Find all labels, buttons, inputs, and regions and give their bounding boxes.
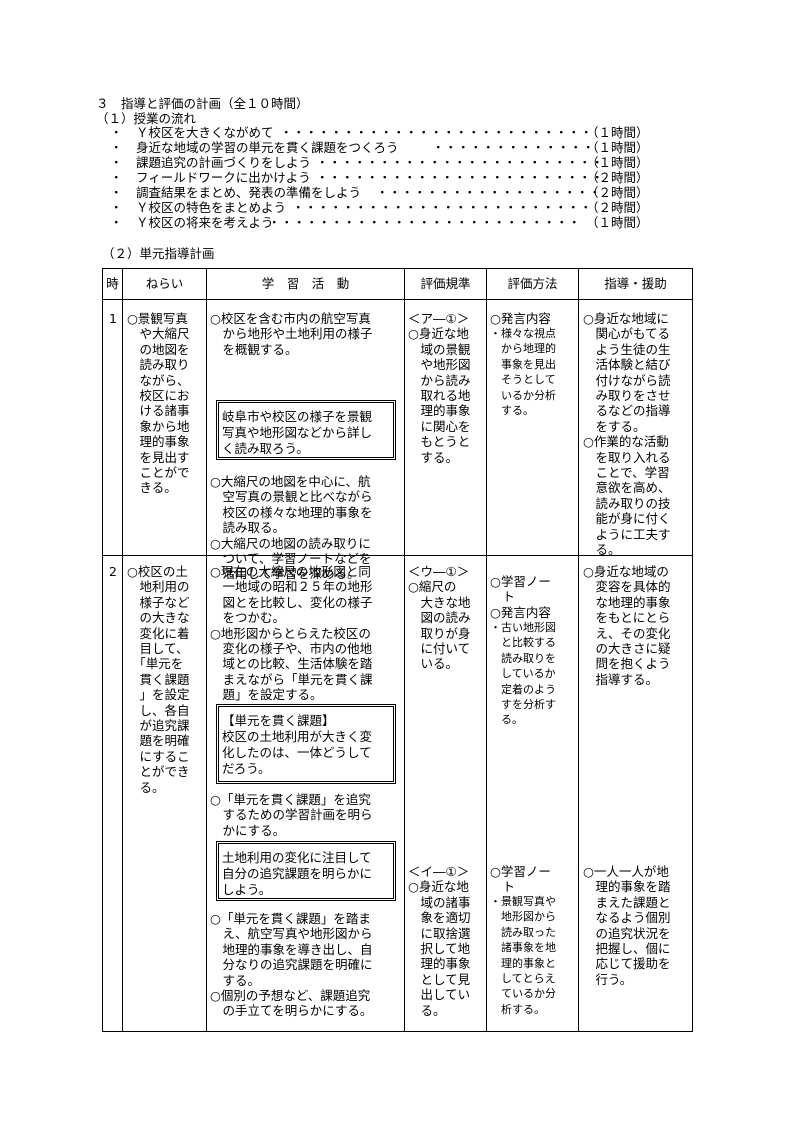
leader-dots: ・・・・・・・・・・・・・・・・・・ bbox=[376, 185, 602, 200]
bullet: ・ bbox=[110, 185, 123, 200]
row2-guidance-b: ○一人一人が地 理的事象を踏 まえた課題と なるよう個別 の追究状況を 把握し、… bbox=[583, 864, 671, 987]
row1-aim-cell: ○景観写真 や大縮尺 の地図を 読み取り ながら、 校区にお ける諸事 象から地… bbox=[122, 299, 207, 556]
row1-hour: 1 bbox=[109, 311, 117, 326]
leader-dots: ・・・・・・・・・・・・・・・・・・・・・・・・・ bbox=[268, 215, 581, 230]
header-activity: 学 習 活 動 bbox=[206, 268, 405, 300]
flow-text: Ｙ校区の特色をまとめよう bbox=[136, 200, 287, 215]
row2-guidance-cell: ○身近な地域の 変容を具体的 な地理的事象 をもとにとら え、その変化 の大きさ… bbox=[578, 555, 693, 1032]
row1-activity-b: ○大縮尺の地図を中心に、航 空写真の景観と比べながら 校区の様々な地理的事象を … bbox=[210, 474, 373, 582]
row2-criteria-b: ＜イ―①＞ ○身近な地 域の諸事 象を適切 に取捨選 択して地 理的事象 として… bbox=[408, 864, 471, 1018]
flow-hours: （１時間） bbox=[586, 125, 649, 140]
table-header-row: 時 ねらい 学 習 活 動 評価規準 評価方法 指導・援助 bbox=[102, 268, 693, 300]
row2-criteria-cell: ＜ウ―①＞ ○縮尺の 大きな地 図の読み 取りが身 に付いて いる。 ＜イ―①＞… bbox=[404, 555, 487, 1032]
row2-aim-cell: ○校区の土 地利用の 様子など の大きな 変化に着 目して、 「単元を 貫く課題… bbox=[122, 555, 207, 1032]
row1-hour-cell: 1 bbox=[102, 299, 123, 556]
bullet: ・ bbox=[110, 125, 123, 140]
flow-hours: （２時間） bbox=[586, 200, 649, 215]
flow-text: 課題追究の計画づくりをしよう bbox=[136, 155, 312, 170]
row1-method-cell: ○発言内容 ・様々な視点 から地理的 事象を見出 そうとして いるか分析 する。 bbox=[486, 299, 579, 556]
row1-aim: ○景観写真 や大縮尺 の地図を 読み取り ながら、 校区にお ける諸事 象から地… bbox=[127, 311, 190, 496]
row2-method-a-head: ○学習ノー ト ○発言内容 bbox=[490, 574, 551, 620]
flow-text: 身近な地域の学習の単元を貫く課題をつくろう bbox=[136, 140, 399, 155]
leader-dots: ・・・・・・・・・・・・・・・・・・・・・・・ bbox=[316, 155, 604, 170]
row1-method-head: ○発言内容 bbox=[490, 311, 551, 326]
row2-unit-task-box: 【単元を貫く課題】 校区の土地利用が大きく変 化したのは、一体どうして だろう。 bbox=[216, 704, 396, 784]
header-criteria: 評価規準 bbox=[404, 268, 487, 300]
flow-text: Ｙ校区を大きくながめて bbox=[136, 125, 274, 140]
row1-task-text: 岐阜市や校区の様子を景観 写真や地形図などから詳し く読み取ろう。 bbox=[222, 409, 373, 456]
table-row: 1 ○景観写真 や大縮尺 の地図を 読み取り ながら、 校区にお ける諸事 象か… bbox=[102, 299, 693, 581]
leader-dots: ・・・・・・・・・・・・・・・・・・・・・・・ bbox=[316, 170, 604, 185]
row2-activity-c: ○「単元を貫く課題」を踏ま え、航空写真や地形図から 地理的事象を導き出し、自 … bbox=[210, 911, 373, 1019]
flow-hours: （１時間） bbox=[586, 155, 649, 170]
row2-activity-a: ○現在の大縮尺の地形図と同 一地域の昭和２５年の地形 図とを比較し、変化の様子 … bbox=[210, 564, 373, 703]
row2-criteria-a: ＜ウ―①＞ ○縮尺の 大きな地 図の読み 取りが身 に付いて いる。 bbox=[408, 564, 471, 672]
flow-hours: （２時間） bbox=[586, 185, 649, 200]
row1-activity-a: ○校区を含む市内の航空写真 から地形や土地利用の様子 を概観する。 bbox=[210, 311, 373, 357]
unit-plan-table: 時 ねらい 学 習 活 動 評価規準 評価方法 指導・援助 1 ○景観写真 や大… bbox=[102, 268, 693, 1032]
row1-guidance-cell: ○身近な地域に 関心がもてる よう生徒の生 活体験と結び 付けながら読 み取りを… bbox=[578, 299, 693, 558]
leader-dots: ・・・・・・・・・・・・・ bbox=[432, 140, 595, 155]
row2-self-task-text: 土地利用の変化に注目して 自分の追究課題を明らかに しよう。 bbox=[222, 850, 373, 897]
row1-activity-cell: ○校区を含む市内の航空写真 から地形や土地利用の様子 を概観する。 岐阜市や校区… bbox=[206, 299, 405, 581]
header-guidance: 指導・援助 bbox=[578, 268, 693, 300]
row1-criteria-cell: ＜ア―①＞ ○身近な地 域の景観 や地形図 から読み 取れる地 理的事象 に関心… bbox=[404, 299, 487, 556]
row1-guidance: ○身近な地域に 関心がもてる よう生徒の生 活体験と結び 付けながら読 み取りを… bbox=[583, 311, 671, 558]
row2-unit-task-text: 【単元を貫く課題】 校区の土地利用が大きく変 化したのは、一体どうして だろう。 bbox=[222, 713, 373, 776]
row2-self-task-box: 土地利用の変化に注目して 自分の追究課題を明らかに しよう。 bbox=[216, 841, 396, 901]
flow-hours: （１時間） bbox=[586, 215, 649, 230]
bullet: ・ bbox=[110, 155, 123, 170]
flow-hours: （２時間） bbox=[586, 170, 649, 185]
flow-text: Ｙ校区の将来を考えよう bbox=[136, 215, 274, 230]
leader-dots: ・・・・・・・・・・・・・・・・・・・・・・・・ bbox=[292, 200, 593, 215]
row2-guidance-a: ○身近な地域の 変容を具体的 な地理的事象 をもとにとら え、その変化 の大きさ… bbox=[583, 564, 671, 687]
row2-activity-cell: ○現在の大縮尺の地形図と同 一地域の昭和２５年の地形 図とを比較し、変化の様子 … bbox=[206, 555, 405, 1032]
row1-method: ・様々な視点 から地理的 事象を見出 そうとして いるか分析 する。 bbox=[490, 327, 556, 418]
table-row: 2 ○校区の土 地利用の 様子など の大きな 変化に着 目して、 「単元を 貫く… bbox=[102, 555, 693, 1032]
plan-subheading: （２）単元指導計画 bbox=[102, 246, 215, 261]
row1-criteria: ＜ア―①＞ ○身近な地 域の景観 や地形図 から読み 取れる地 理的事象 に関心… bbox=[408, 311, 471, 465]
row2-aim: ○校区の土 地利用の 様子など の大きな 変化に着 目して、 「単元を 貫く課題… bbox=[127, 564, 190, 795]
bullet: ・ bbox=[110, 140, 123, 155]
leader-dots: ・・・・・・・・・・・・・・・・・・・・・・・・・ bbox=[280, 125, 593, 140]
bullet: ・ bbox=[110, 170, 123, 185]
row1-task-box: 岐阜市や校区の様子を景観 写真や地形図などから詳し く読み取ろう。 bbox=[216, 400, 396, 460]
header-method: 評価方法 bbox=[486, 268, 579, 300]
flow-text: フィールドワークに出かけよう bbox=[136, 170, 311, 185]
row2-method-cell: ○学習ノー ト ○発言内容 ・古い地形図 と比較する 読み取りを しているか 定… bbox=[486, 555, 579, 1032]
flow-hours: （１時間） bbox=[586, 140, 649, 155]
header-aim: ねらい bbox=[122, 268, 207, 300]
bullet: ・ bbox=[110, 200, 123, 215]
row2-hour-cell: 2 bbox=[102, 555, 123, 1032]
flow-subheading: （１）授業の流れ bbox=[96, 111, 197, 126]
row2-activity-b: ○「単元を貫く課題」を追究 するための学習計画を明ら かにする。 bbox=[210, 792, 373, 838]
header-hour: 時 bbox=[102, 268, 123, 300]
row2-method-a: ・古い地形図 と比較する 読み取りを しているか 定着のよう すを分析す る。 bbox=[490, 621, 556, 727]
row2-hour: 2 bbox=[109, 564, 117, 579]
row2-method-b: ・景観写真や 地形図から 読み取った 諸事象を地 理的事象と してとらえ ている… bbox=[490, 895, 556, 1016]
flow-text: 調査結果をまとめ、発表の準備をしよう bbox=[136, 185, 362, 200]
row2-method-b-head: ○学習ノー ト bbox=[490, 864, 551, 895]
bullet: ・ bbox=[110, 215, 123, 230]
section-heading: ３ 指導と評価の計画（全１０時間） bbox=[96, 96, 309, 111]
